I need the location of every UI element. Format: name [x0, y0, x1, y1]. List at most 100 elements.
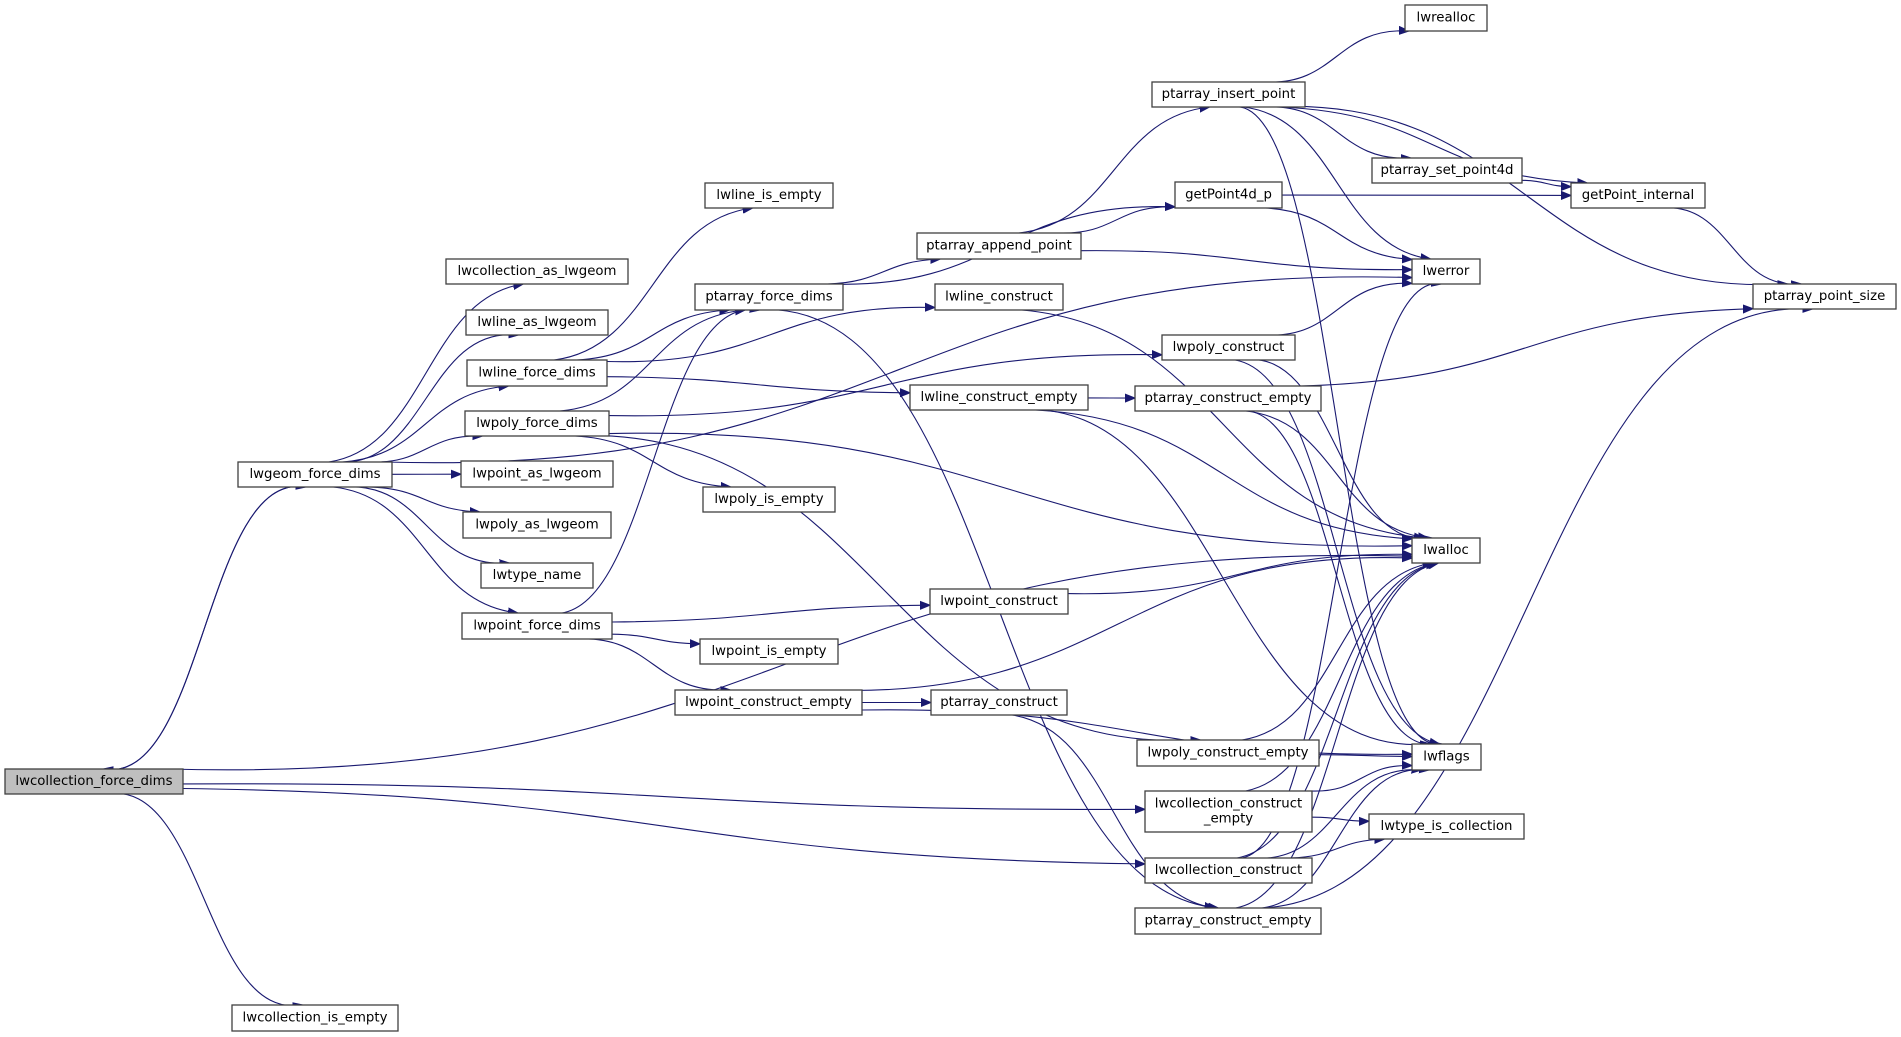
node-box[interactable]	[929, 588, 1069, 615]
node-lwcollection_construct_empty[interactable]: lwcollection_construct_empty	[1144, 790, 1313, 833]
node-box[interactable]	[1371, 157, 1523, 184]
node-box[interactable]	[930, 689, 1068, 716]
node-box[interactable]	[465, 309, 609, 336]
node-lwflags[interactable]: lwflags	[1411, 743, 1482, 771]
node-ptarray_construct_empty_a[interactable]: ptarray_construct_empty	[1134, 385, 1322, 412]
node-box[interactable]	[1411, 537, 1481, 564]
node-lwpoint_construct[interactable]: lwpoint_construct	[929, 588, 1069, 615]
edge-lwpoly_force_dims-to-lwalloc	[608, 432, 1412, 546]
node-lwline_construct_empty[interactable]: lwline_construct_empty	[909, 384, 1089, 411]
node-ptarray_construct_empty_b[interactable]: ptarray_construct_empty	[1134, 907, 1322, 935]
edge-ptarray_construct_empty_b-to-lwalloc	[1235, 563, 1439, 909]
node-ptarray_point_size[interactable]: ptarray_point_size	[1752, 283, 1897, 310]
node-box[interactable]	[445, 258, 629, 285]
node-box[interactable]	[674, 689, 863, 716]
node-lwline_construct[interactable]: lwline_construct	[934, 283, 1064, 311]
edge-lwpoly_force_dims-to-lwpoly_construct	[608, 355, 1162, 417]
node-lwrealloc[interactable]: lwrealloc	[1404, 4, 1488, 32]
node-box[interactable]	[1144, 790, 1313, 833]
node-lwcollection_as_lwgeom[interactable]: lwcollection_as_lwgeom	[445, 258, 629, 285]
node-box[interactable]	[1151, 81, 1306, 108]
node-label: lwflags	[1423, 750, 1470, 765]
node-lwcollection_construct[interactable]: lwcollection_construct	[1144, 857, 1313, 884]
node-lwgeom_force_dims[interactable]: lwgeom_force_dims	[237, 461, 393, 488]
node-lwpoly_force_dims[interactable]: lwpoly_force_dims	[464, 410, 610, 437]
node-lwpoint_force_dims[interactable]: lwpoint_force_dims	[461, 612, 613, 640]
node-box[interactable]	[1134, 385, 1322, 412]
edge-ptarray_insert_point-to-ptarray_set_point4d	[1264, 106, 1411, 158]
node-box[interactable]	[702, 486, 836, 513]
node-getPoint4d_p[interactable]: getPoint4d_p	[1174, 181, 1283, 209]
node-lwpoly_is_empty[interactable]: lwpoly_is_empty	[702, 486, 836, 513]
edge-lwgeom_force_dims-to-lwcollection_as_lwgeom	[328, 284, 524, 463]
node-lwpoint_construct_empty[interactable]: lwpoint_construct_empty	[674, 689, 863, 716]
node-label: lwerror	[1423, 264, 1470, 279]
node-box[interactable]	[1368, 813, 1525, 840]
node-lwpoint_is_empty[interactable]: lwpoint_is_empty	[699, 638, 839, 665]
node-label: lwpoint_force_dims	[473, 619, 600, 634]
node-label: ptarray_construct_empty	[1145, 914, 1312, 929]
node-ptarray_insert_point[interactable]: ptarray_insert_point	[1151, 81, 1306, 108]
edge-lwgeom_force_dims-to-lwpoly_as_lwgeom	[369, 486, 480, 512]
node-label: lwline_construct_empty	[921, 390, 1078, 405]
node-box[interactable]	[1570, 182, 1706, 209]
node-lwpoly_construct_empty[interactable]: lwpoly_construct_empty	[1136, 739, 1320, 767]
node-box[interactable]	[1144, 857, 1313, 884]
node-box[interactable]	[934, 283, 1064, 311]
node-box[interactable]	[1134, 907, 1322, 935]
node-label: lwrealloc	[1417, 11, 1476, 26]
node-box[interactable]	[1161, 334, 1296, 361]
node-getPoint_internal[interactable]: getPoint_internal	[1570, 182, 1706, 209]
node-box[interactable]	[1411, 258, 1481, 285]
node-box[interactable]	[1752, 283, 1897, 310]
node-lwpoint_as_lwgeom[interactable]: lwpoint_as_lwgeom	[460, 460, 614, 488]
node-box[interactable]	[1404, 4, 1488, 32]
node-ptarray_append_point[interactable]: ptarray_append_point	[916, 232, 1082, 260]
node-box[interactable]	[1136, 739, 1320, 767]
node-lwalloc[interactable]: lwalloc	[1411, 537, 1481, 564]
node-box[interactable]	[694, 283, 844, 311]
node-box[interactable]	[461, 612, 613, 640]
node-label: ptarray_insert_point	[1162, 87, 1296, 102]
node-ptarray_construct[interactable]: ptarray_construct	[930, 689, 1068, 716]
node-ptarray_set_point4d[interactable]: ptarray_set_point4d	[1371, 157, 1523, 184]
edge-lwgeom_force_dims-to-lwline_force_dims	[342, 386, 508, 463]
node-label: lwline_construct	[945, 290, 1053, 305]
node-box[interactable]	[462, 511, 612, 539]
node-box[interactable]	[909, 384, 1089, 411]
edge-ptarray_insert_point-to-lwflags	[1232, 106, 1443, 745]
node-box[interactable]	[464, 410, 610, 437]
node-box[interactable]	[460, 460, 614, 488]
edge-ptarray_insert_point-to-lwrealloc	[1263, 31, 1409, 83]
node-box[interactable]	[704, 182, 834, 209]
node-lwcollection_is_empty[interactable]: lwcollection_is_empty	[231, 1004, 399, 1032]
node-box[interactable]	[231, 1004, 399, 1032]
node-lwline_is_empty[interactable]: lwline_is_empty	[704, 182, 834, 209]
edge-lwline_force_dims-to-ptarray_force_dims	[576, 310, 730, 361]
node-box[interactable]	[466, 359, 608, 387]
node-box[interactable]	[916, 232, 1082, 260]
node-lwpoly_construct[interactable]: lwpoly_construct	[1161, 334, 1296, 361]
node-box[interactable]	[237, 461, 393, 488]
node-box[interactable]	[1411, 743, 1482, 771]
edge-ptarray_append_point-to-lwerror	[1080, 250, 1412, 270]
node-ptarray_force_dims[interactable]: ptarray_force_dims	[694, 283, 844, 311]
node-lwcollection_force_dims[interactable]: lwcollection_force_dims	[4, 768, 184, 795]
node-lwline_force_dims[interactable]: lwline_force_dims	[466, 359, 608, 387]
node-lwpoly_as_lwgeom[interactable]: lwpoly_as_lwgeom	[462, 511, 612, 539]
node-lwline_as_lwgeom[interactable]: lwline_as_lwgeom	[465, 309, 609, 336]
node-lwtype_is_collection[interactable]: lwtype_is_collection	[1368, 813, 1525, 840]
edge-lwpoly_construct-to-lwflags	[1235, 359, 1439, 744]
edge-lwcollection_construct_empty-to-lwalloc	[1245, 563, 1436, 792]
node-lwerror[interactable]: lwerror	[1411, 258, 1481, 285]
edge-lwcollection_force_dims-to-lwcollection_construct	[182, 787, 1145, 864]
edge-lwpoint_force_dims-to-lwpoint_is_empty	[611, 633, 700, 644]
node-box[interactable]	[480, 562, 594, 589]
edge-lwpoint_force_dims-to-ptarray_force_dims	[546, 309, 760, 614]
edge-lwgeom_force_dims-to-lwerror	[384, 277, 1412, 464]
node-box[interactable]	[699, 638, 839, 665]
node-box[interactable]	[4, 768, 184, 795]
node-box[interactable]	[1174, 181, 1283, 209]
edge-ptarray_insert_point-to-lwerror	[1243, 106, 1431, 259]
node-lwtype_name[interactable]: lwtype_name	[480, 562, 594, 589]
